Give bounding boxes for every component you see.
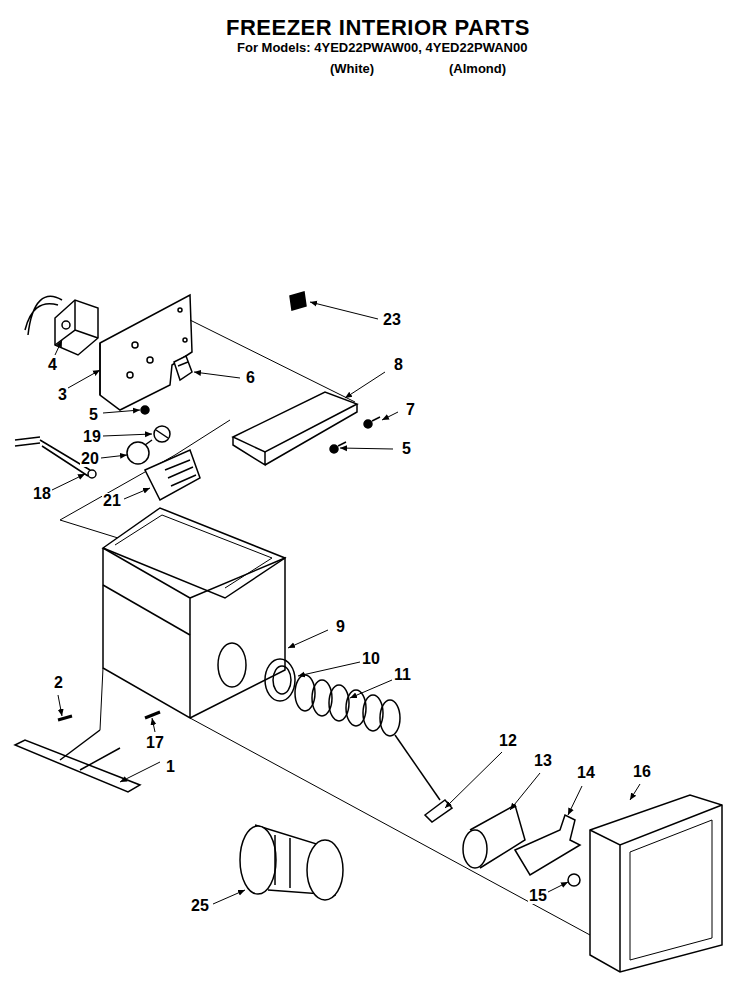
callout-number: 5: [88, 407, 99, 423]
callout-number: 17: [145, 735, 165, 751]
callout-number: 8: [393, 357, 404, 373]
nut: [568, 874, 580, 886]
callout-number: 9: [335, 619, 346, 635]
callout-number: 14: [576, 765, 596, 781]
callout-number: 15: [528, 888, 548, 904]
color-note: (White): [330, 62, 374, 75]
callout-number: 2: [53, 675, 64, 691]
callout-number: 13: [533, 753, 553, 769]
callout-number: 18: [32, 486, 52, 502]
callout-number: 1: [165, 759, 176, 775]
callout-number: 11: [393, 667, 412, 683]
screw: [58, 716, 72, 720]
auger-collar: [240, 825, 343, 900]
callout-number: 25: [190, 898, 210, 914]
callout-number: 3: [57, 387, 68, 403]
callout-number: 12: [498, 733, 518, 749]
plate-12: [425, 800, 452, 822]
model-list: For Models: 4YED22PWAW00, 4YED22PWAN00: [237, 41, 527, 54]
socket: [154, 426, 170, 442]
light-shield: [145, 450, 200, 500]
bulb: [127, 440, 152, 464]
clip-6: [174, 356, 192, 380]
callout-number: 20: [80, 451, 100, 467]
callout-number: 16: [632, 764, 652, 780]
mounting-plate: [100, 295, 192, 410]
callout-number: 5: [401, 441, 412, 457]
callout-number: 4: [47, 357, 58, 373]
leader-lines: [52, 302, 640, 904]
cover-panel: [233, 392, 357, 465]
motor: [25, 296, 98, 355]
callout-number: 21: [102, 493, 122, 509]
screw: [145, 712, 160, 718]
motor-cylinder: [463, 805, 525, 868]
callout-number: 19: [82, 429, 102, 445]
diagram-title: FREEZER INTERIOR PARTS: [226, 17, 530, 39]
clip-23: [290, 292, 306, 310]
screws: [141, 406, 380, 453]
callout-number: 6: [245, 370, 256, 386]
callout-number: 7: [405, 402, 416, 418]
bracket: [515, 815, 580, 875]
ice-bucket: [103, 508, 285, 718]
ring: [265, 659, 295, 701]
callout-number: 10: [361, 651, 381, 667]
auger-spring: [295, 675, 440, 800]
front-cover: [590, 795, 722, 972]
callout-number: 23: [382, 312, 402, 328]
mounting-bar: [15, 730, 140, 792]
color-note: (Almond): [449, 62, 506, 75]
